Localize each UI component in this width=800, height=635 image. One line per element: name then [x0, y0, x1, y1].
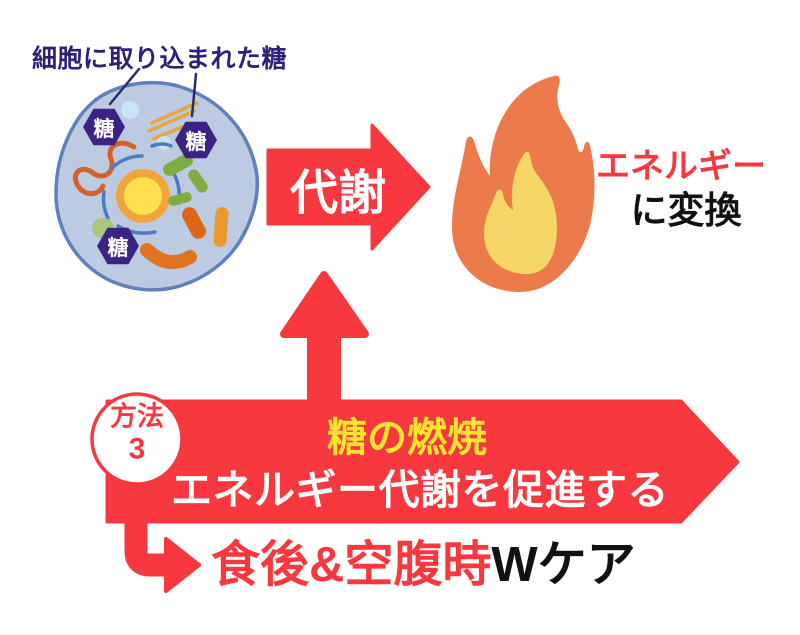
- method-badge-circle: [90, 392, 184, 486]
- method-badge-number: 3: [128, 432, 146, 466]
- up-arrow-icon: [280, 271, 369, 405]
- energy-label: エネルギー: [596, 147, 766, 186]
- caption-pointer-lines: [108, 67, 198, 118]
- vesicle-icon: [121, 101, 139, 119]
- sugar-label: 糖: [107, 237, 129, 260]
- care-black-text: Wケア: [491, 538, 636, 592]
- banner-headline: 糖の燃焼: [327, 416, 487, 460]
- sugar-hexagon-icon: [83, 108, 217, 265]
- cell-illustration: [54, 67, 260, 292]
- care-line: 食後&空腹時 Wケア: [211, 538, 636, 592]
- organelles-orange-icon: [92, 207, 229, 270]
- elbow-arrow-icon: [124, 519, 201, 593]
- sugar-label: 糖: [93, 118, 115, 141]
- nucleus-core: [124, 177, 162, 215]
- mitochondria-green-icon: [163, 154, 208, 206]
- method-badge-word: 方法: [110, 401, 164, 432]
- er-squiggle-icon: [73, 140, 137, 197]
- flame-icon: [452, 75, 595, 293]
- sugar-label: 糖: [185, 131, 207, 154]
- energy-sublabel: に変換: [630, 190, 742, 231]
- metabolism-arrow-label: 代謝: [289, 167, 387, 220]
- method-badge: 方法 3: [110, 401, 164, 466]
- banner-arrow: [105, 399, 740, 524]
- right-arrow-icon: [266, 123, 431, 251]
- cell-caption: 細胞に取り込まれた糖: [32, 45, 288, 73]
- banner-subline: エネルギー代謝を促進する: [171, 467, 669, 513]
- flame-inner: [484, 151, 557, 274]
- care-red-text: 食後&空腹時: [211, 538, 492, 592]
